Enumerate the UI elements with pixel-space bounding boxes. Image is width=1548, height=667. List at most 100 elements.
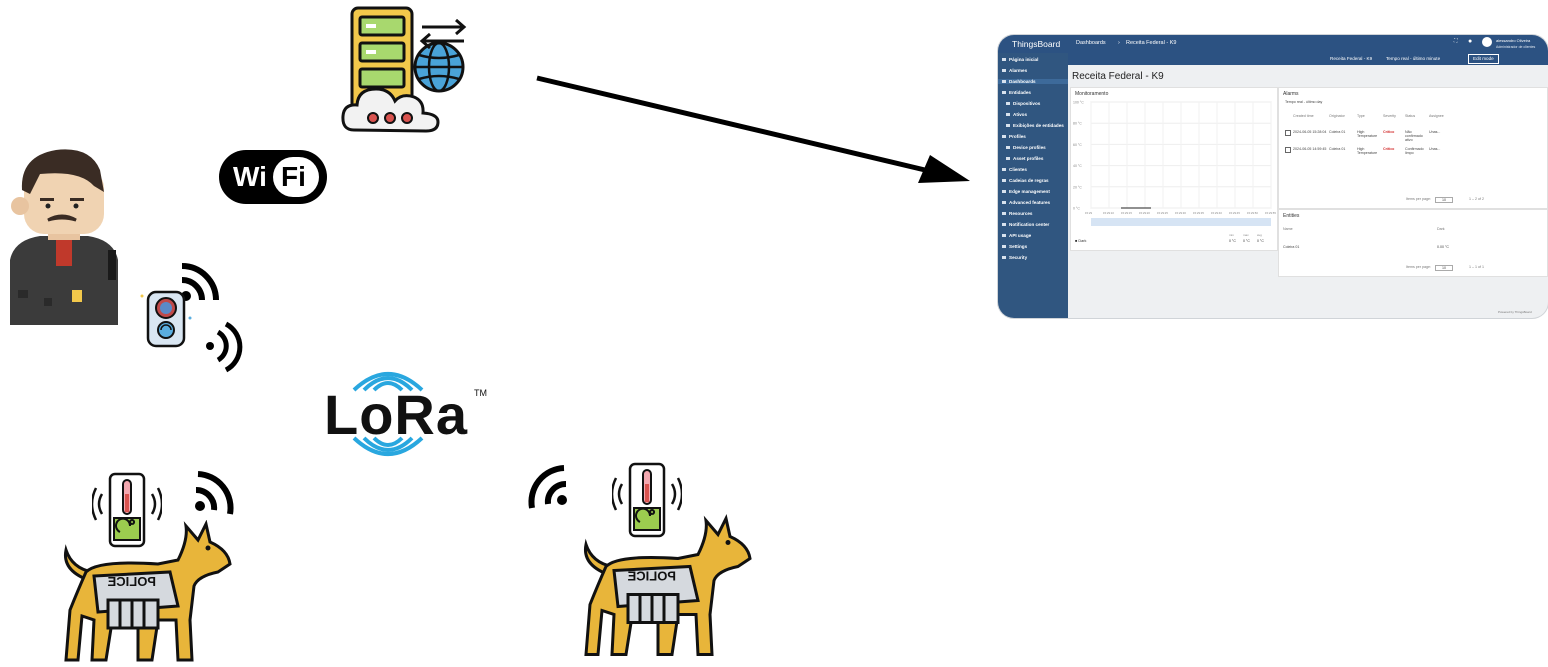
tb-sidebar-item[interactable]: Ativos: [1006, 112, 1027, 117]
tb-sidebar-item[interactable]: Notification center: [1002, 222, 1049, 227]
tb-sidebar-item-label: Profiles: [1009, 134, 1026, 139]
tb-sidebar-item[interactable]: Settings: [1002, 244, 1027, 249]
tb-alarm-cell-time: 2024-06-05 14:59:45: [1293, 147, 1327, 151]
arrow-to-dashboard: [536, 75, 970, 183]
wifi-badge: Wi Fi: [219, 150, 327, 204]
tb-sidebar-item[interactable]: Edge management: [1002, 189, 1050, 194]
tb-breadcrumb-sep: ›: [1118, 40, 1120, 46]
tb-alarm-cell-assignee: Unas...: [1429, 130, 1441, 134]
tb-chart-stat-label: avg: [1257, 233, 1262, 237]
tb-alarm-cell-time: 2024-06-05 15:28:04: [1293, 130, 1327, 134]
tb-chart-y-tick: 80 °C: [1073, 122, 1082, 126]
tb-alarm-cell-originator[interactable]: Coleira 01: [1329, 147, 1346, 151]
tb-sidebar-item-label: Resources: [1009, 211, 1033, 216]
tb-sidebar-item-icon: [1002, 179, 1006, 183]
tb-alarms-items-per-page: Items per page:: [1406, 197, 1431, 201]
tb-alarms-col-header[interactable]: Originator: [1329, 114, 1345, 118]
tb-sidebar-item-label: Notification center: [1009, 222, 1050, 227]
tb-entities-row-name[interactable]: Coleira 01: [1283, 245, 1300, 249]
tb-chart-y-tick: 40 °C: [1073, 164, 1082, 168]
tb-entities-title: Entities: [1283, 213, 1300, 219]
tb-chart-x-tick: 15:29:50: [1247, 211, 1258, 215]
police-vest-label: POLICE: [107, 574, 156, 589]
tb-sidebar-item[interactable]: Device profiles: [1006, 145, 1046, 150]
tb-sidebar-item-icon: [1006, 124, 1010, 128]
tb-chart-stat-label: min: [1229, 233, 1234, 237]
tb-alarm-cell-type: High Temperature: [1357, 147, 1378, 155]
tb-alarms-col-header[interactable]: Status: [1405, 114, 1416, 118]
tb-chart-stat-value: 0 °C: [1243, 239, 1250, 243]
police-vest-label-2: POLICE: [627, 569, 676, 584]
tb-edit-mode-button[interactable]: Edit mode: [1468, 54, 1499, 64]
tb-sidebar-item-icon: [1002, 234, 1006, 238]
police-dog-icon-2: POLICE: [583, 514, 752, 656]
signal-waves-icon-2: [206, 321, 243, 373]
tb-sidebar-item-label: Device profiles: [1013, 145, 1046, 150]
tb-sidebar-item-icon: [1002, 168, 1006, 172]
tb-entities-row-value: 0.00 °C: [1437, 245, 1450, 249]
tb-sidebar-item[interactable]: Dispositivos: [1006, 101, 1040, 106]
tb-chart-stat-value: 0 °C: [1257, 239, 1264, 243]
tb-topbar: ThingsBoard Dashboards › Receita Federal…: [998, 35, 1548, 53]
signal-waves-icon-4: [528, 465, 567, 509]
tb-entities-page-size[interactable]: 10: [1435, 265, 1453, 271]
tb-sidebar-item-label: Cadeias de regras: [1009, 178, 1049, 183]
tb-alarm-row-checkbox[interactable]: [1285, 147, 1291, 153]
lora-waves-top-icon: [352, 372, 424, 392]
wifi-label-left: Wi: [233, 161, 267, 192]
tb-alarms-col-header[interactable]: Type: [1357, 114, 1365, 118]
tb-chart-y-tick: 100 °C: [1073, 101, 1084, 105]
tb-sidebar-item[interactable]: Security: [1002, 255, 1027, 260]
tb-entities-col-name[interactable]: Name: [1283, 227, 1293, 231]
tb-sidebar-item-label: Edge management: [1009, 189, 1050, 194]
tb-sidebar-item[interactable]: Advanced features: [1002, 200, 1050, 205]
tb-state-select[interactable]: Receita Federal - K9: [1330, 56, 1373, 61]
tb-alarm-cell-originator[interactable]: Coleira 01: [1329, 130, 1346, 134]
tb-alarms-col-header[interactable]: Severity: [1383, 114, 1396, 118]
tb-sidebar-item-label: Exibições de entidades: [1013, 123, 1064, 128]
tb-fullscreen-icon[interactable]: ⛶: [1454, 38, 1458, 44]
tb-sidebar-item-icon: [1002, 135, 1006, 139]
tb-sidebar-item-icon: [1002, 58, 1006, 62]
tb-sidebar-item[interactable]: Clientes: [1002, 167, 1027, 172]
tb-chart-navigator[interactable]: [1091, 218, 1271, 226]
tb-sidebar-item[interactable]: API usage: [1002, 233, 1031, 238]
tb-sidebar-item[interactable]: Resources: [1002, 211, 1033, 216]
tb-sidebar-item-icon: [1002, 256, 1006, 260]
tb-bell-icon[interactable]: ●: [1468, 38, 1473, 45]
tb-sidebar-item[interactable]: Exibições de entidades: [1006, 123, 1064, 128]
tb-alarm-row-checkbox[interactable]: [1285, 130, 1291, 136]
tb-sidebar-item[interactable]: Profiles: [1002, 134, 1026, 139]
tb-breadcrumb-dashboards[interactable]: Dashboards: [1076, 40, 1106, 46]
lora-tm: TM: [474, 388, 487, 398]
tb-alarms-col-header[interactable]: Created time: [1293, 114, 1314, 118]
police-officer-icon: [10, 149, 118, 325]
tb-alarms-subtitle: Tempo real - último day: [1285, 100, 1323, 104]
tb-sidebar-item[interactable]: Página inicial: [1002, 57, 1038, 62]
collar-sensor-icon: [92, 472, 162, 548]
tb-alarm-cell-severity: Crítico: [1383, 147, 1395, 151]
tb-monitor-title: Monitoramento: [1075, 91, 1109, 97]
tb-sidebar-item-icon: [1002, 190, 1006, 194]
tb-sidebar-item[interactable]: Entidades: [1002, 90, 1031, 95]
tb-sidebar-item[interactable]: Dashboards: [998, 79, 1068, 84]
tb-sidebar-item[interactable]: Cadeias de regras: [1002, 178, 1049, 183]
tb-timewindow[interactable]: Tempo real - último minute: [1386, 56, 1441, 61]
tb-footer: Powered by ThingsBoard: [1498, 310, 1532, 314]
tb-sidebar-item[interactable]: Alarmes: [1002, 68, 1027, 73]
tb-entities-col-dark[interactable]: Dark: [1437, 227, 1445, 231]
tb-sidebar-item-icon: [1002, 212, 1006, 216]
tb-alarms-col-header[interactable]: Assignee: [1429, 114, 1444, 118]
tb-sidebar-item-icon: [1002, 69, 1006, 73]
tb-entities-range: 1 – 1 of 1: [1469, 265, 1484, 269]
tb-chart-x-tick: 15:29:35: [1193, 211, 1204, 215]
tb-entities-items-per-page: Items per page:: [1406, 265, 1431, 269]
tb-sidebar-item-icon: [1006, 157, 1010, 161]
tb-alarms-page-size[interactable]: 10: [1435, 197, 1453, 203]
tb-avatar[interactable]: [1482, 37, 1492, 47]
tb-chart-x-tick: 15:29:55: [1265, 211, 1276, 215]
tb-sidebar-item[interactable]: Asset profiles: [1006, 156, 1043, 161]
